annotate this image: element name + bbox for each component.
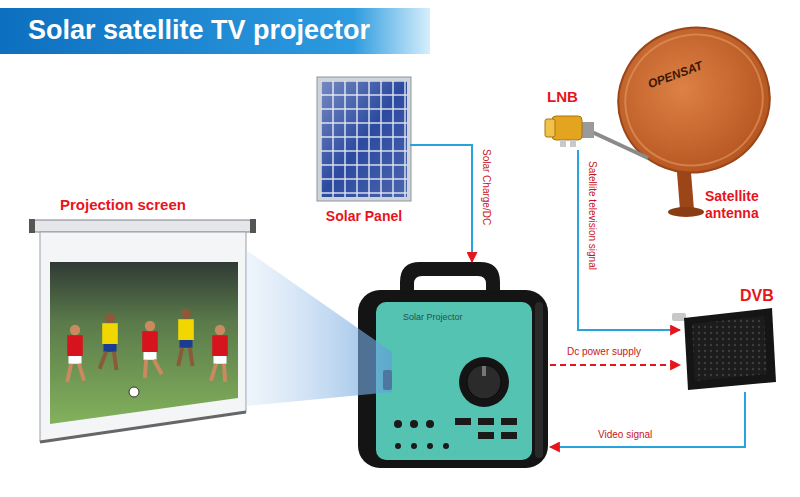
solar-panel: Solar Panel (318, 78, 410, 200)
panel-frame (317, 77, 411, 201)
button (426, 420, 434, 428)
lnb-picture (545, 116, 648, 158)
signal-label: Video signal (597, 429, 653, 441)
usb-port (455, 418, 471, 425)
projection-screen-picture (29, 219, 256, 442)
jack (427, 443, 433, 449)
brand-label: OPENSAT (646, 58, 705, 91)
light-beam (246, 250, 392, 406)
solar-panel-picture (317, 77, 411, 201)
projection-screen: Projection screen (35, 222, 250, 442)
component-label: LNB (547, 88, 578, 106)
title-banner (0, 8, 430, 54)
signal-label: Dc power supply (566, 346, 642, 358)
button (394, 420, 402, 428)
feed-arm (592, 132, 648, 158)
component-label: Solar Projector (403, 312, 463, 323)
dish-reflector (599, 8, 788, 192)
projector-knob (459, 357, 509, 407)
signal-label: Solar Charge/DC (480, 148, 492, 226)
player (100, 313, 118, 370)
signal-connector (550, 364, 680, 366)
signal-label: Satellite television signal (586, 160, 598, 271)
signal-connector (410, 145, 472, 262)
dvb-receiver-picture (672, 308, 776, 390)
component-label: DVB (740, 286, 774, 305)
jack (411, 443, 417, 449)
panel-shine (321, 81, 407, 197)
title: Solar satellite TV projector (28, 14, 370, 46)
signal-connector (550, 392, 745, 447)
lnb-port (560, 140, 566, 147)
dish-foot (668, 207, 704, 217)
screen-cloth (40, 232, 246, 442)
football-field (50, 262, 240, 432)
football (129, 387, 139, 397)
lnb: LNB (545, 112, 595, 150)
projector-side (535, 302, 543, 458)
satellite-dish-picture (599, 8, 788, 217)
signal-connector (578, 150, 680, 330)
solar-projector: Solar Projector (355, 262, 550, 472)
receiver-dongle (672, 313, 686, 321)
receiver-vents (692, 316, 767, 381)
component-label: Projection screen (60, 196, 186, 214)
lnb-body (552, 116, 582, 140)
button (410, 420, 418, 428)
screen-roller (33, 220, 252, 232)
player (67, 325, 84, 382)
panel-cells (321, 81, 407, 197)
jack (395, 443, 401, 449)
satellite-antenna: Satellite antenna (612, 28, 772, 228)
component-label: Solar Panel (326, 208, 402, 225)
receiver-body (684, 308, 776, 390)
screen-picture (50, 262, 240, 432)
player (178, 309, 194, 366)
knob-mark (482, 366, 486, 376)
usb-port (501, 418, 517, 425)
usb-port (478, 432, 494, 439)
usb-port (478, 418, 494, 425)
dvb: DVB (680, 310, 775, 392)
projector-knob-inner (467, 365, 501, 399)
lnb-horn (545, 119, 555, 137)
usb-port (501, 432, 517, 439)
component-label: Satellite antenna (705, 188, 783, 222)
roller-cap (250, 219, 256, 233)
projector-front (376, 302, 532, 460)
player (142, 321, 162, 378)
dish-rim (608, 17, 779, 183)
lnb-port (570, 140, 576, 147)
roller-cap (29, 219, 35, 233)
jack (443, 443, 449, 449)
player (211, 325, 228, 382)
